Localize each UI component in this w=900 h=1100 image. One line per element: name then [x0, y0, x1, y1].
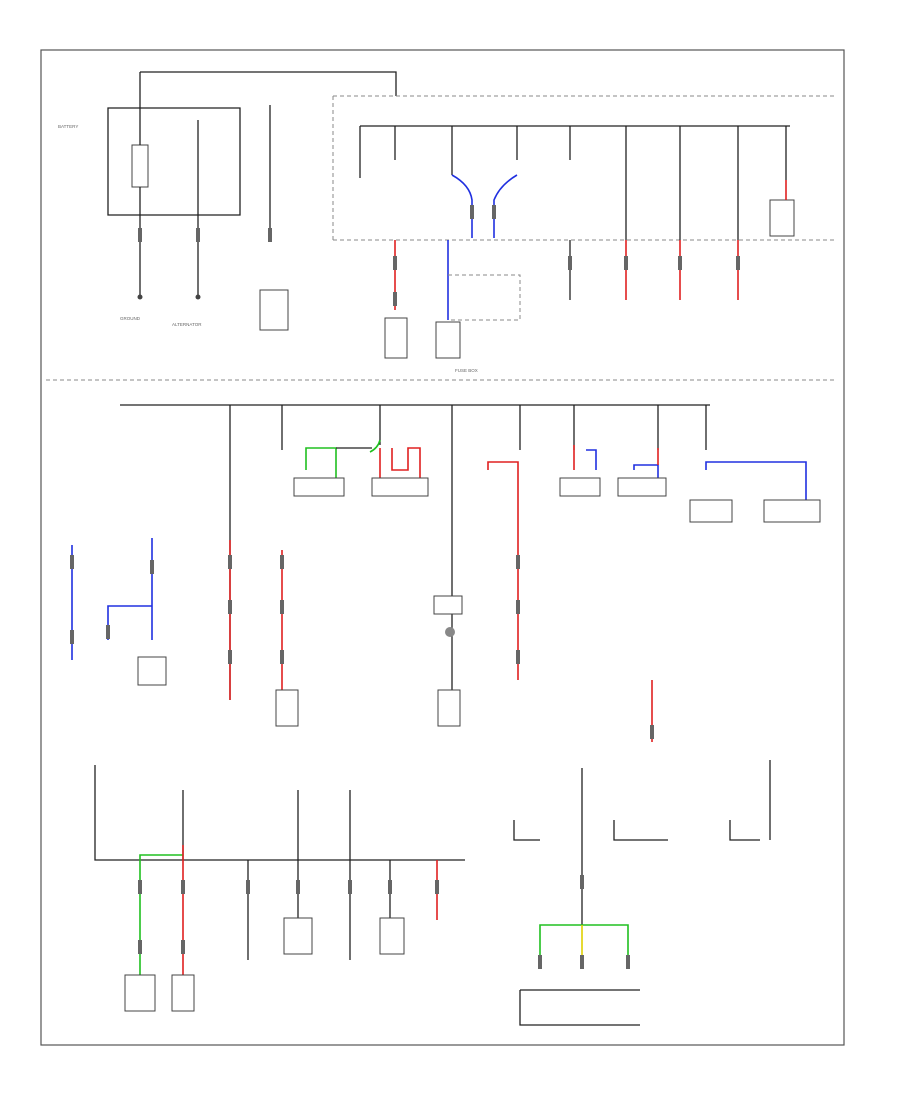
svg-text:FUSE BOX: FUSE BOX — [455, 368, 478, 373]
battery-alternator-section: BATTERY GROUND ALTERNATOR — [58, 71, 397, 331]
svg-text:ALTERNATOR: ALTERNATOR — [172, 322, 202, 327]
svg-text:GROUND: GROUND — [120, 316, 141, 321]
diagram-frame — [40, 49, 845, 1046]
svg-text:BATTERY: BATTERY — [58, 124, 78, 129]
dash-fuse-section — [46, 379, 834, 742]
underhood-fuse-section: FUSE BOX — [332, 95, 834, 373]
bottom-section — [94, 760, 771, 1026]
